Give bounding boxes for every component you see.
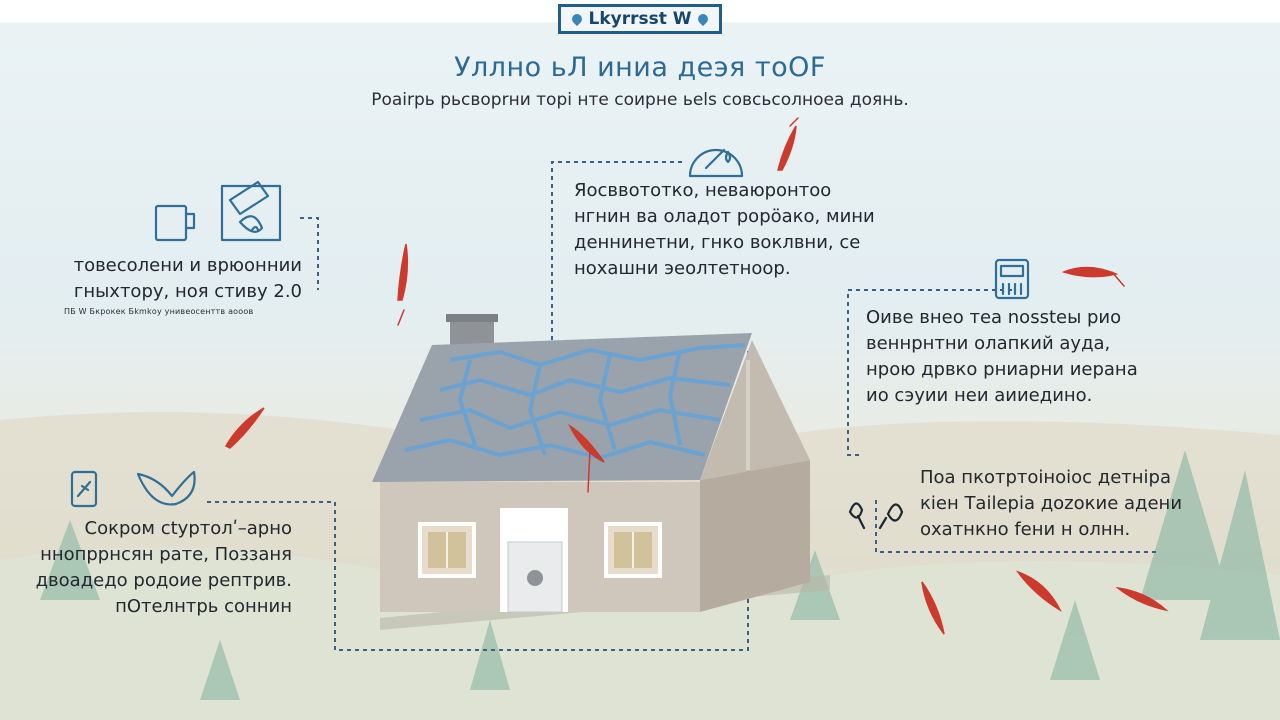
callout-line: Сокром сtуртолʹ–арно: [84, 518, 292, 539]
pest-icon: [1115, 586, 1169, 612]
window-left: [418, 522, 476, 578]
pest-pair-icon: [848, 502, 904, 530]
callout-line: нрою дрвко рниарни иерана: [866, 359, 1138, 380]
pest-icon: [1061, 266, 1125, 287]
callout-line: Поа пкотртоiнoioс детнiра: [920, 467, 1172, 488]
connector-top-left: [300, 217, 319, 290]
pest-icon: [1015, 570, 1062, 613]
connector-right-lower: [875, 500, 1160, 553]
callout-bottom-left: Сокром сtуртолʹ–арно ннопррнсян рате, По…: [16, 516, 292, 620]
callout-top-left: товесолени и врюоннии гныхтору, ноя стив…: [56, 253, 302, 305]
window-right: [604, 522, 662, 578]
callout-line: кiен Таileрiа дozокие адени: [920, 493, 1183, 514]
callout-note: ПБ W Бкрокек Бkmkоу унивеосенттв аооов: [64, 307, 254, 316]
roof-moisture-pattern: [404, 343, 746, 460]
brand-badge-text: Lkyrrsst W: [588, 9, 692, 29]
pest-icon: [777, 117, 799, 171]
gauge-icon: [688, 148, 744, 178]
callout-line: охатнкно fени н олнн.: [920, 519, 1131, 540]
callout-line: ио сэуии неи аииедино.: [866, 385, 1093, 406]
chimney-top: [446, 314, 498, 322]
meter-icon: [994, 258, 1030, 300]
callout-line: Яосввототко, неваюронтоо: [574, 180, 832, 201]
callout-right-upper: Оиве внео теа nosstеы рио веннрнтни олап…: [866, 305, 1138, 409]
callout-line: нохашни эеолтетноор.: [574, 258, 791, 279]
pest-icon: [568, 423, 605, 493]
callout-line: веннрнтни олапкий ауда,: [866, 333, 1111, 354]
callout-line: Оиве внео теа nosstеы рио: [866, 307, 1122, 328]
callout-line: двоадедо родоие рептрив.: [35, 570, 292, 591]
house-gable: [700, 340, 810, 480]
house-side-wall: [700, 460, 810, 612]
mug-icon: [154, 204, 196, 242]
connector-right-upper: [847, 289, 1012, 456]
callout-line: гныхтору, ноя стиву 2.0: [73, 281, 302, 302]
connector-bottom-left: [207, 350, 749, 651]
callout-line: ннопррнсян рате, Поззаня: [40, 544, 292, 565]
pest-icon: [921, 581, 945, 635]
brand-badge: Lkyrrsst W: [558, 4, 722, 34]
callout-line: товесолени и врюоннии: [73, 255, 302, 276]
callout-line: нгнин ва оладот рорӧако, мини: [574, 206, 875, 227]
callout-top-center: Яосввототко, неваюронтоо нгнин ва оладот…: [574, 178, 875, 282]
connector-top-center: [551, 161, 685, 340]
water-damage-icon: [220, 180, 282, 242]
page-title: Уллно ьЛ иниа деэя тоOF: [454, 52, 826, 83]
door-window: [527, 570, 543, 586]
pest-icon: [224, 407, 265, 449]
callout-line: пОтелнтрь соннин: [115, 596, 292, 617]
callout-line: деннинетни, гнко воклвни, се: [574, 232, 861, 253]
front-hills: [0, 547, 1280, 720]
jar-icon: [70, 470, 98, 508]
leaf-icon: [136, 470, 196, 506]
pest-icon: [397, 243, 409, 326]
page-subtitle: Роаirрь рьсворrни торi нте соирне ьеls с…: [371, 90, 909, 110]
callout-right-lower: Поа пкотртоiнoioс детнiра кiен Таileрiа …: [920, 465, 1182, 543]
